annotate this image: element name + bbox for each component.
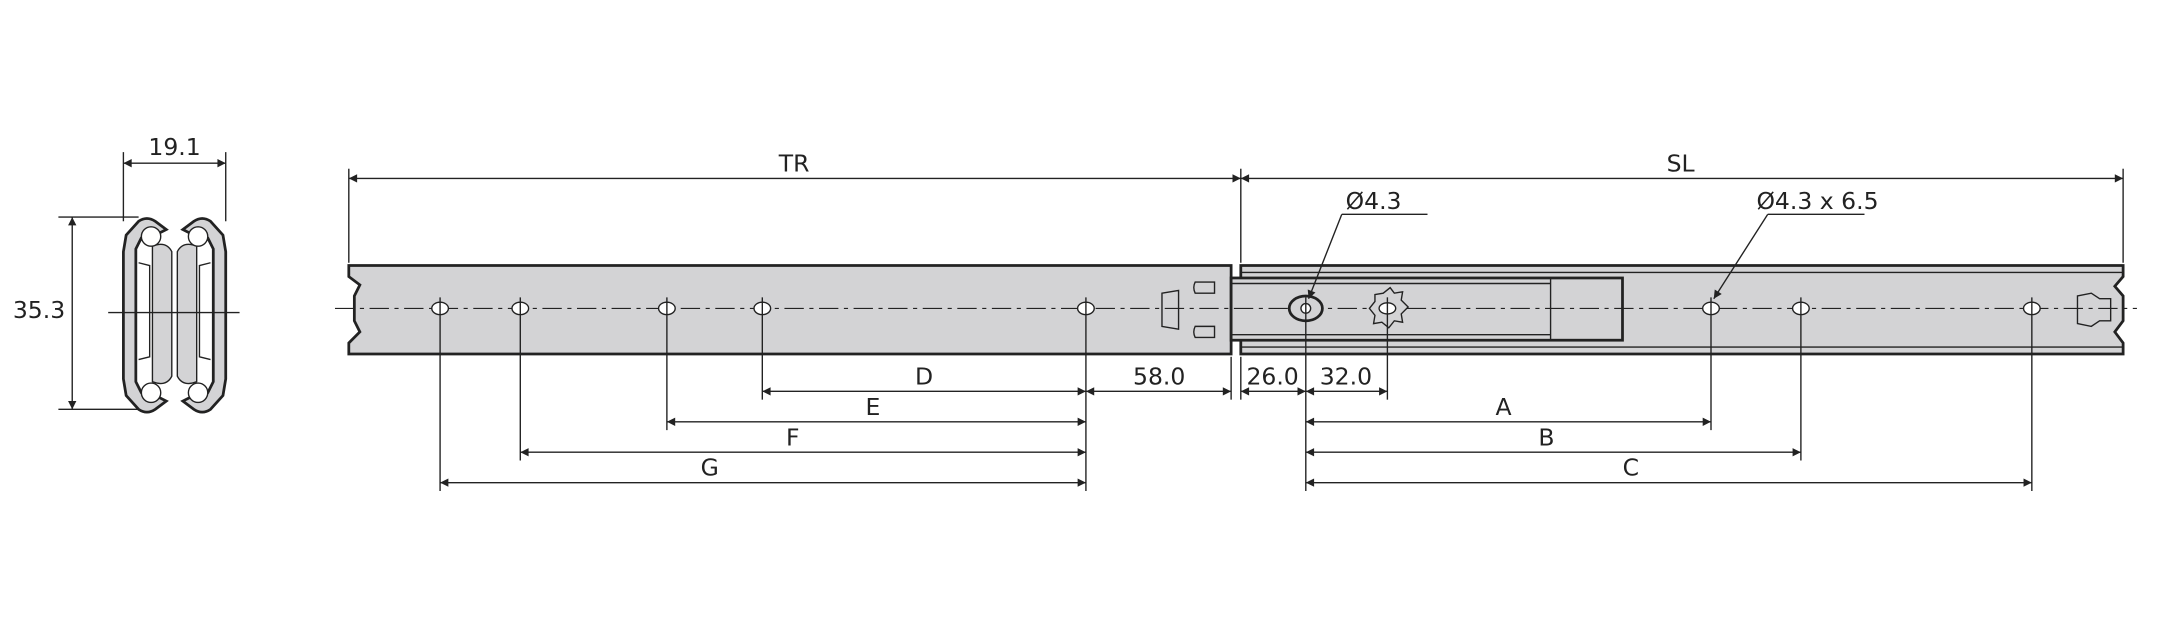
travel-dimension: TR <box>348 149 1242 263</box>
height-label: 35.3 <box>13 296 65 324</box>
dim-C: C <box>1305 454 2032 487</box>
cross-section-height-dimension: 35.3 <box>13 216 139 411</box>
round-hole-label: Ø4.3 <box>1346 187 1402 215</box>
cross-section-width-dimension: 19.1 <box>122 133 227 222</box>
dim-58-label: 58.0 <box>1133 362 1185 390</box>
dim-A: A <box>1305 393 1711 426</box>
dim-26: 26.0 <box>1240 362 1306 396</box>
dim-D: D <box>762 362 1086 396</box>
width-label: 19.1 <box>148 133 200 161</box>
dim-58: 58.0 <box>1085 362 1232 396</box>
travel-label: TR <box>778 149 810 177</box>
outer-rail <box>1229 264 2125 356</box>
dim-B-label: B <box>1538 423 1554 451</box>
dim-F-label: F <box>786 423 800 451</box>
slide-length-label: SL <box>1667 149 1695 177</box>
dim-D-label: D <box>915 362 933 390</box>
slide-length-dimension: SL <box>1240 149 2124 263</box>
dim-32-label: 32.0 <box>1320 362 1372 390</box>
dim-B: B <box>1305 423 1801 457</box>
dim-E-label: E <box>866 393 881 421</box>
dim-E: E <box>666 393 1086 426</box>
round-hole-callout: Ø4.3 <box>1307 187 1428 299</box>
dim-G-label: G <box>701 454 719 482</box>
slot-hole-callout: Ø4.3 x 6.5 <box>1713 187 1879 300</box>
dim-C-label: C <box>1623 454 1639 482</box>
dim-26-label: 26.0 <box>1246 362 1298 390</box>
cross-section-profile <box>108 217 240 414</box>
dim-A-label: A <box>1496 393 1512 421</box>
dim-G: G <box>440 454 1086 487</box>
dim-F: F <box>520 423 1086 457</box>
disconnect-lever-icon <box>2076 292 2112 328</box>
dim-32: 32.0 <box>1305 362 1388 396</box>
inner-rail <box>347 264 1233 356</box>
slot-hole-label: Ø4.3 x 6.5 <box>1756 187 1878 215</box>
